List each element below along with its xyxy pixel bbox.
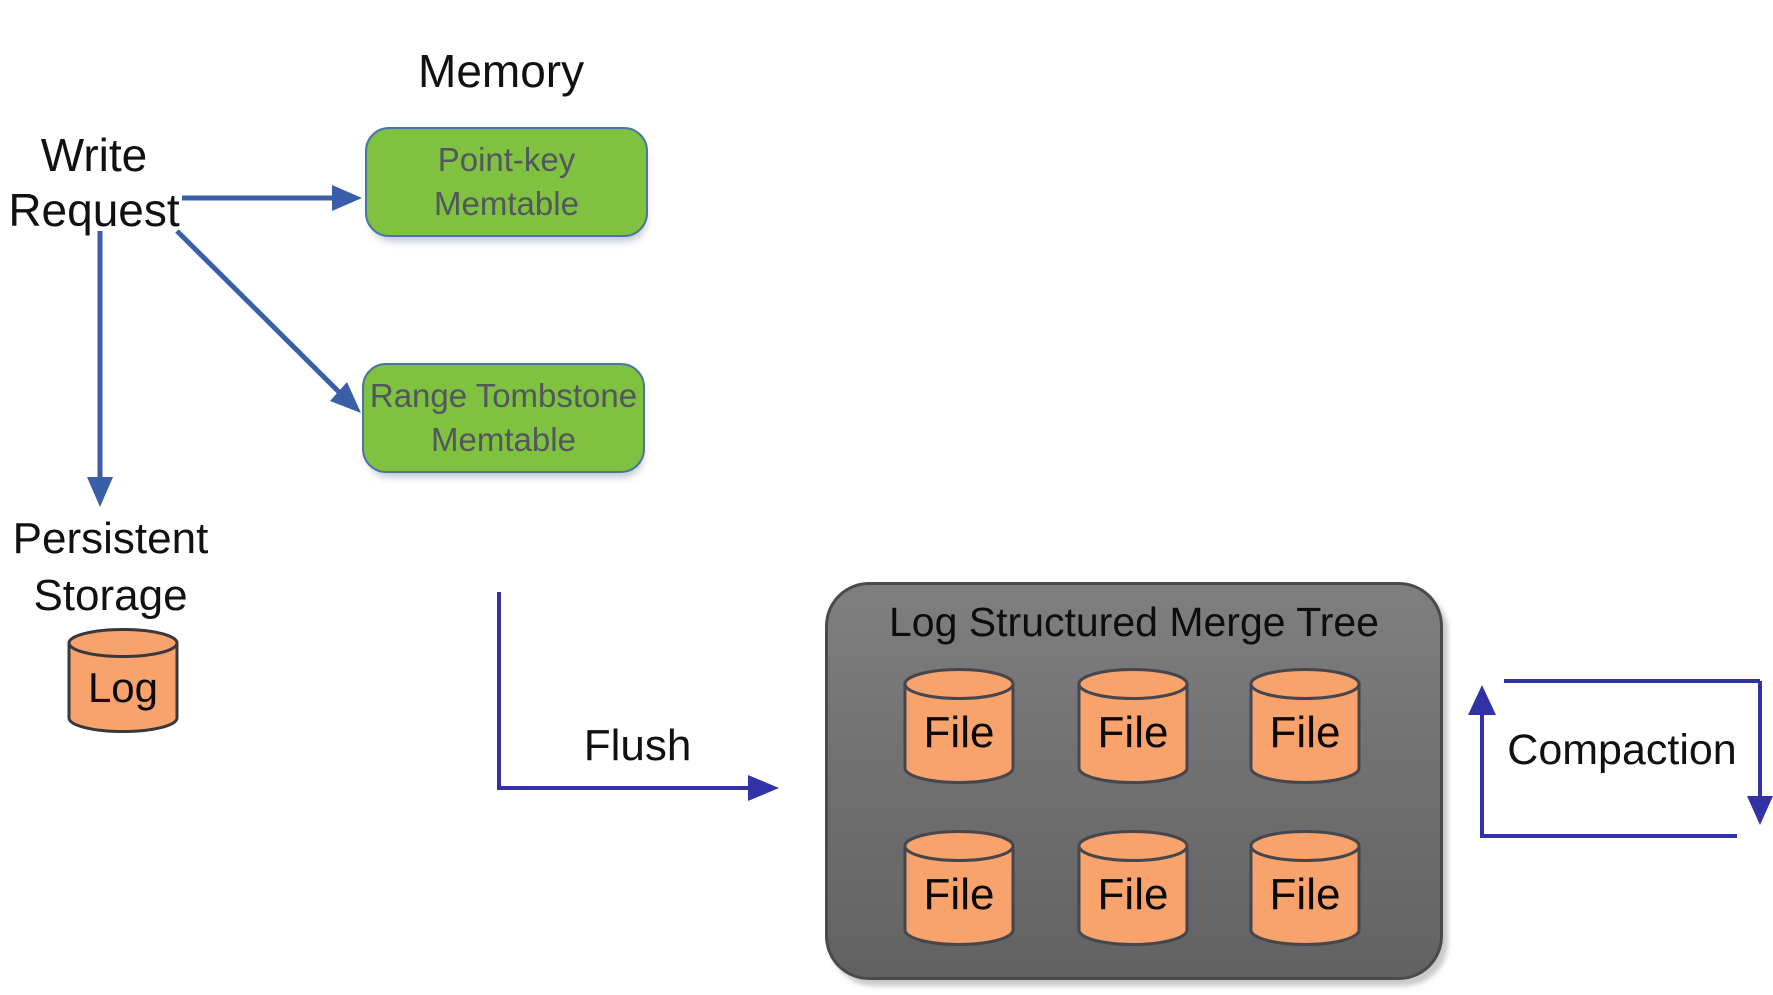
file-cylinder-4: File — [903, 830, 1015, 946]
file-cylinder-1: File — [903, 668, 1015, 784]
point-key-memtable-line2: Memtable — [434, 185, 579, 222]
write-request-label: Write Request — [0, 128, 188, 238]
file-cylinder-5: File — [1077, 830, 1189, 946]
persistent-storage-line1: Persistent — [12, 514, 209, 563]
point-key-memtable-line1: Point-key — [437, 140, 576, 178]
file-cylinder-6: File — [1249, 830, 1361, 946]
persistent-storage-line2: Storage — [33, 571, 188, 621]
flush-arrow — [497, 592, 779, 801]
compaction-cycle-arrow — [1468, 679, 1773, 838]
lsm-tree-container: Log Structured Merge Tree File File File… — [825, 582, 1443, 980]
persistent-storage-label: Persistent Storage — [8, 510, 213, 624]
write-to-pointkey-arrow — [182, 185, 362, 211]
file-cylinder-3-label: File — [1270, 708, 1341, 757]
write-to-log-arrow — [87, 231, 113, 507]
write-request-line1: Write — [40, 129, 148, 181]
file-cylinder-3: File — [1249, 668, 1361, 784]
range-tombstone-memtable-line1: Range Tombstone — [369, 376, 638, 414]
range-tombstone-memtable-node: Range Tombstone Memtable — [362, 363, 645, 473]
compaction-label: Compaction — [1507, 726, 1737, 774]
flush-label: Flush — [583, 721, 692, 770]
file-cylinder-4-label: File — [924, 870, 995, 919]
file-cylinder-5-label: File — [1098, 870, 1169, 919]
point-key-memtable-node: Point-key Memtable — [365, 127, 648, 237]
lsm-tree-title: Log Structured Merge Tree — [889, 599, 1379, 645]
range-tombstone-memtable-line2: Memtable — [431, 421, 576, 458]
file-cylinder-2: File — [1077, 668, 1189, 784]
file-cylinder-1-label: File — [924, 708, 995, 757]
log-cylinder-label: Log — [88, 664, 158, 711]
write-to-rangetombstone-arrow — [175, 229, 361, 413]
memory-section-label: Memory — [418, 45, 585, 97]
write-request-line2: Request — [8, 184, 180, 237]
file-cylinder-2-label: File — [1098, 708, 1169, 757]
file-cylinder-6-label: File — [1270, 870, 1341, 919]
log-cylinder: Log — [67, 628, 179, 733]
